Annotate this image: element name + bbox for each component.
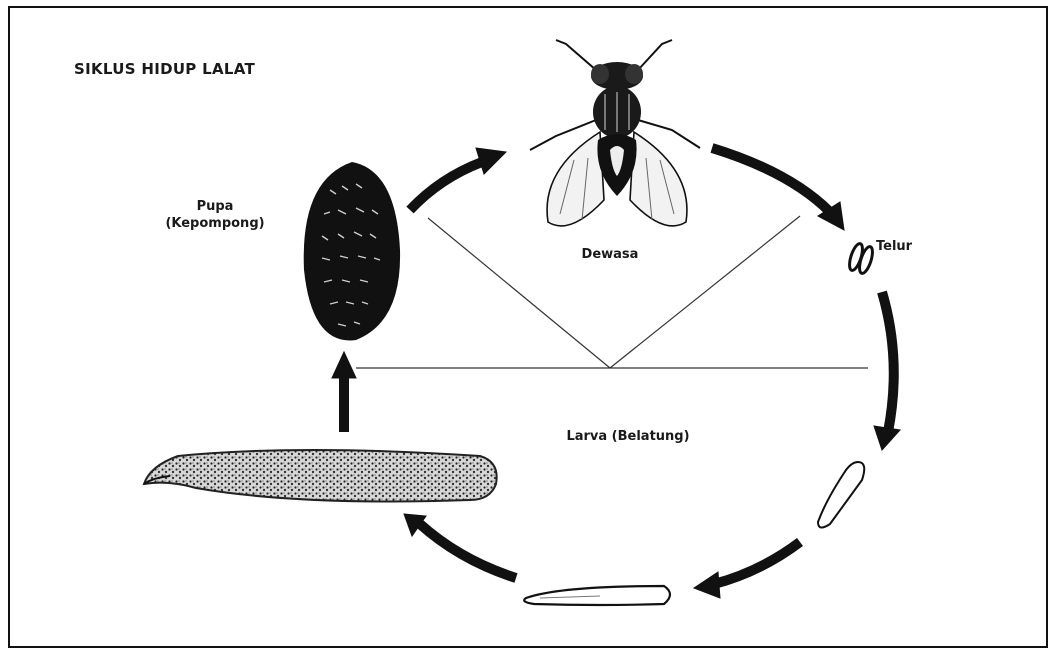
diagram-title: SIKLUS HIDUP LALAT bbox=[74, 60, 255, 78]
egg-illustration bbox=[847, 242, 875, 275]
arrow-adult-to-egg bbox=[712, 148, 830, 212]
adult-label: Dewasa bbox=[540, 246, 680, 263]
arrow-larva-growth-1-head bbox=[694, 572, 720, 598]
pupa-label: Pupa (Kepompong) bbox=[140, 198, 290, 232]
arrow-pupa-to-adult-head bbox=[476, 148, 506, 174]
divider-right-line bbox=[610, 216, 800, 368]
egg-label: Telur bbox=[876, 238, 936, 255]
divider-lines bbox=[356, 216, 868, 368]
arrow-larva-growth-2 bbox=[420, 524, 516, 578]
cycle-arrows bbox=[332, 148, 900, 598]
small-larva-illustration bbox=[818, 462, 864, 528]
larva-label: Larva (Belatung) bbox=[528, 428, 728, 445]
arrow-pupa-to-adult bbox=[410, 162, 482, 210]
adult-fly-illustration bbox=[530, 40, 700, 226]
divider-left-line bbox=[428, 218, 610, 368]
medium-larva-illustration bbox=[524, 586, 670, 605]
arrow-larva-to-pupa-head bbox=[332, 352, 356, 378]
arrow-egg-to-larva bbox=[882, 292, 894, 432]
pupa-label-line1: Pupa bbox=[140, 198, 290, 215]
arrow-larva-growth-1 bbox=[714, 542, 800, 584]
arrow-egg-to-larva-head bbox=[874, 426, 900, 450]
pupa-label-line2: (Kepompong) bbox=[140, 215, 290, 232]
large-larva-illustration bbox=[144, 450, 497, 502]
pupa-illustration bbox=[304, 162, 400, 340]
